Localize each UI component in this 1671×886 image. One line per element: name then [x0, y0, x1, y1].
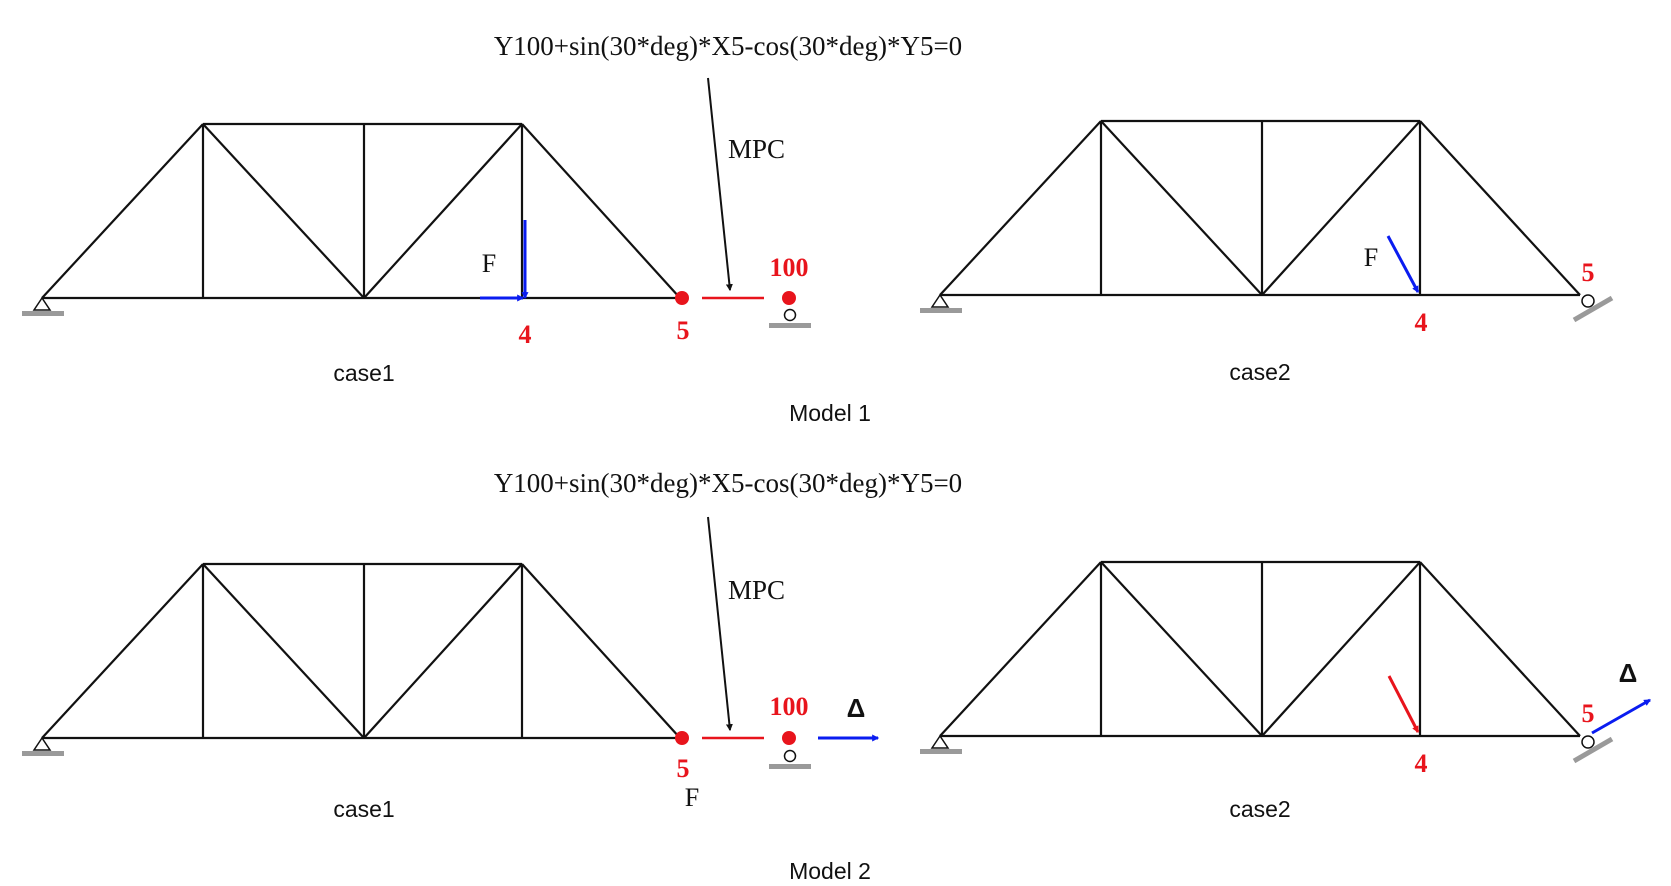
model1-mpc-arrow: [707, 77, 733, 292]
model2-case1-caption: case1: [333, 796, 394, 822]
model1-case2-load: [1386, 235, 1420, 294]
model1-case2-force-label: F: [1364, 243, 1378, 272]
model1-case1-caption: case1: [333, 360, 394, 386]
model2-case2-node-4-label: 4: [1415, 749, 1428, 778]
model2-case2-truss: [939, 560, 1581, 738]
model1-case1-load: [480, 220, 529, 302]
model1-node-5-marker: [675, 291, 689, 305]
model1-case2-caption: case2: [1229, 359, 1290, 385]
model1-case2-node-5-label: 5: [1582, 258, 1595, 287]
model2-node-100-label: 100: [770, 692, 809, 721]
model2-mpc-arrow: [707, 516, 733, 732]
model2-case1-truss: [41, 562, 681, 740]
model2-case2-node-5-label: 5: [1582, 699, 1595, 728]
model1-node-5-label: 5: [677, 316, 690, 345]
model2-case2-delta-label: Δ: [1619, 658, 1638, 688]
model2-node-100-roller-support: [769, 749, 811, 769]
model2-case2-displacement-arrow: [1591, 698, 1652, 735]
model1-node-100-marker: [782, 291, 796, 305]
model1-case1-force-label: F: [482, 249, 496, 278]
model1-node-100-roller-support: [769, 308, 811, 328]
model2-case2-caption: case2: [1229, 796, 1290, 822]
model1-case2-inclined-roller-support: [1572, 294, 1614, 323]
model1-caption: Model 1: [789, 400, 871, 426]
model2-node-5-label: 5: [677, 754, 690, 783]
model1-equation: Y100+sin(30*deg)*X5-cos(30*deg)*Y5=0: [494, 31, 962, 61]
model1-case2-truss: [939, 119, 1581, 297]
model1-case2-pin-support: [920, 293, 962, 313]
model2-case2-pin-support: [920, 734, 962, 754]
model1-case2-node-4-label: 4: [1415, 308, 1428, 337]
model2-case2-inclined-roller-support: [1572, 735, 1614, 764]
model2-equation: Y100+sin(30*deg)*X5-cos(30*deg)*Y5=0: [494, 468, 962, 498]
model1-mpc-label: MPC: [728, 134, 785, 164]
model1-case1-truss: [41, 122, 681, 300]
model1-node-4-label: 4: [519, 320, 532, 349]
model2-caption: Model 2: [789, 858, 871, 884]
model2-case2-load: [1387, 675, 1420, 734]
model1-node-100-label: 100: [770, 253, 809, 282]
model2-case1-delta-label: Δ: [847, 693, 866, 723]
model2-case1-force-label: F: [685, 783, 699, 812]
model1-case1-pin-support: [22, 296, 64, 316]
model2-node-100-marker: [782, 731, 796, 745]
model2-node-5-marker: [675, 731, 689, 745]
model2-case1-pin-support: [22, 736, 64, 756]
model2-mpc-label: MPC: [728, 575, 785, 605]
